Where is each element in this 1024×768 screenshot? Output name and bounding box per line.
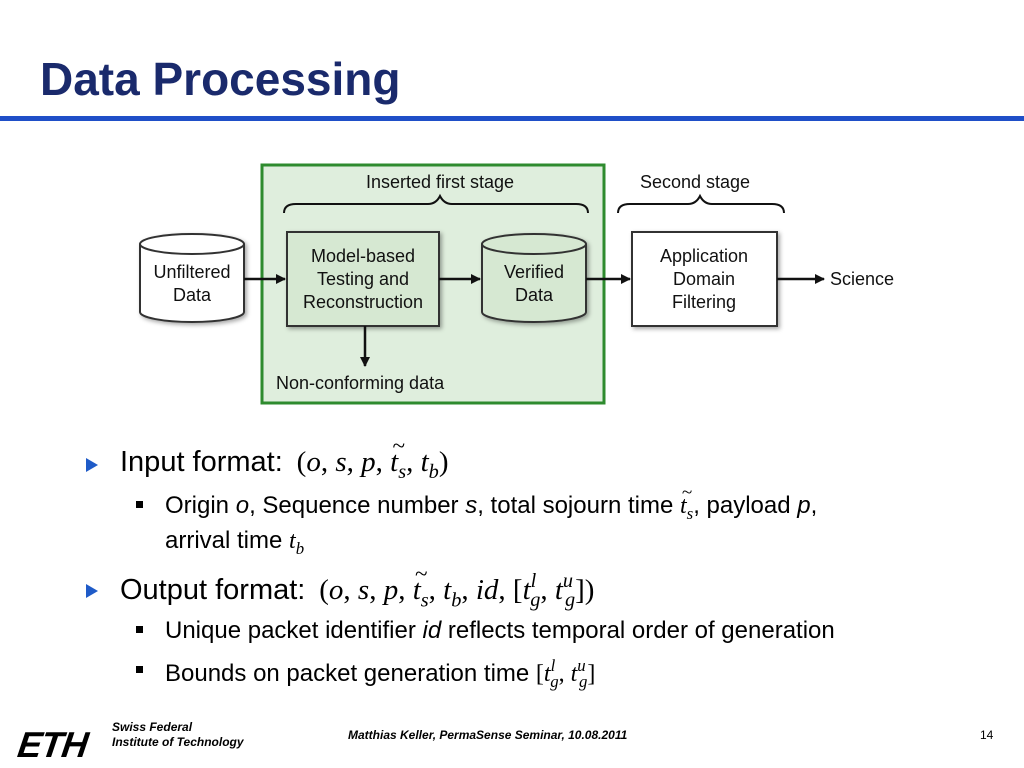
unfiltered-label-2: Data [173, 285, 212, 305]
model-label-3: Reconstruction [303, 292, 423, 312]
science-label: Science [830, 269, 894, 289]
app-label-1: Application [660, 246, 748, 266]
title-underline [0, 116, 1024, 121]
page-number: 14 [980, 728, 994, 742]
unfiltered-data-node [139, 233, 245, 323]
model-label-1: Model-based [311, 246, 415, 266]
author-info: Matthias Keller, PermaSense Seminar, 10.… [348, 728, 628, 742]
first-stage-label: Inserted first stage [366, 172, 514, 192]
unfiltered-label-1: Unfiltered [153, 262, 230, 282]
application-filtering-node [631, 231, 778, 327]
page-title: Data Processing [40, 53, 401, 105]
app-label-2: Domain [673, 269, 735, 289]
verified-label-2: Data [515, 285, 554, 305]
institution-name: Swiss Federal Institute of Technology [112, 720, 244, 749]
model-label-2: Testing and [317, 269, 409, 289]
eth-logo: ETH [15, 724, 90, 765]
slide-footer: ETH Swiss Federal Institute of Technolog… [0, 712, 1024, 768]
model-based-testing-node [286, 231, 440, 327]
verified-label-1: Verified [504, 262, 564, 282]
app-label-3: Filtering [672, 292, 736, 312]
second-stage-label: Second stage [640, 172, 750, 192]
verified-data-node [481, 233, 587, 323]
first-stage-brace [283, 193, 589, 214]
nonconforming-label: Non-conforming data [276, 373, 445, 393]
second-stage-brace [617, 193, 785, 214]
